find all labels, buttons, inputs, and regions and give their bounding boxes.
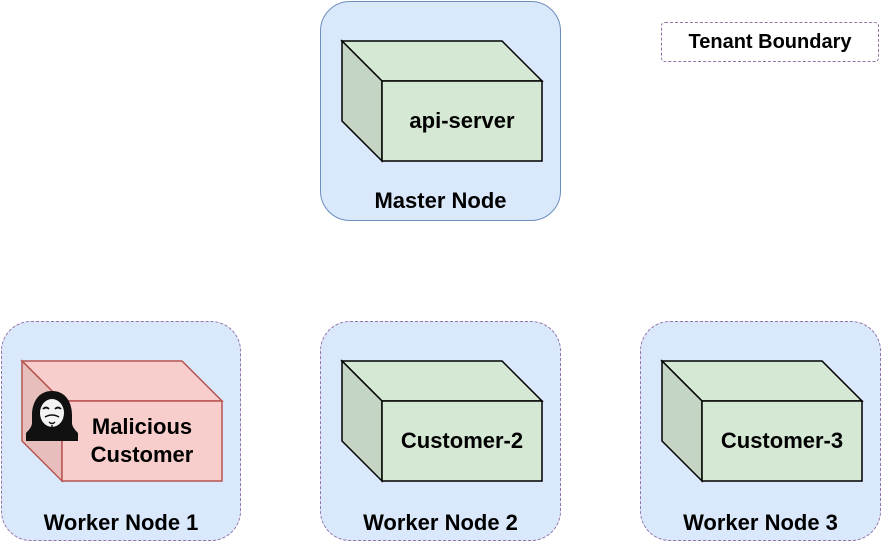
customer-3-label: Customer-3 bbox=[720, 428, 844, 453]
master-node-label: Master Node bbox=[374, 188, 507, 213]
malicious-customer-label: Malicious Customer bbox=[62, 401, 222, 481]
worker-node-2-label: Worker Node 2 bbox=[363, 510, 518, 535]
hacker-icon bbox=[26, 391, 78, 441]
customer-2-label: Customer-2 bbox=[400, 428, 524, 453]
customer-2-box bbox=[340, 359, 544, 483]
tenant-boundary-legend: Tenant Boundary bbox=[661, 22, 879, 62]
worker-node-1-label: Worker Node 1 bbox=[43, 510, 199, 535]
api-server-box bbox=[340, 39, 544, 163]
api-server-label: api-server bbox=[409, 108, 515, 133]
worker-node-2: Customer-2 Worker Node 2 bbox=[320, 321, 561, 541]
worker-node-3-label: Worker Node 3 bbox=[683, 510, 838, 535]
customer-3-box bbox=[660, 359, 864, 483]
malicious-customer-line1: Malicious bbox=[91, 414, 193, 439]
master-node: api-server Master Node bbox=[320, 1, 561, 221]
worker-node-1: Malicious Customer Worker Node 1 bbox=[1, 321, 241, 541]
malicious-customer-line2: Customer bbox=[90, 442, 194, 467]
worker-node-3: Customer-3 Worker Node 3 bbox=[640, 321, 881, 541]
